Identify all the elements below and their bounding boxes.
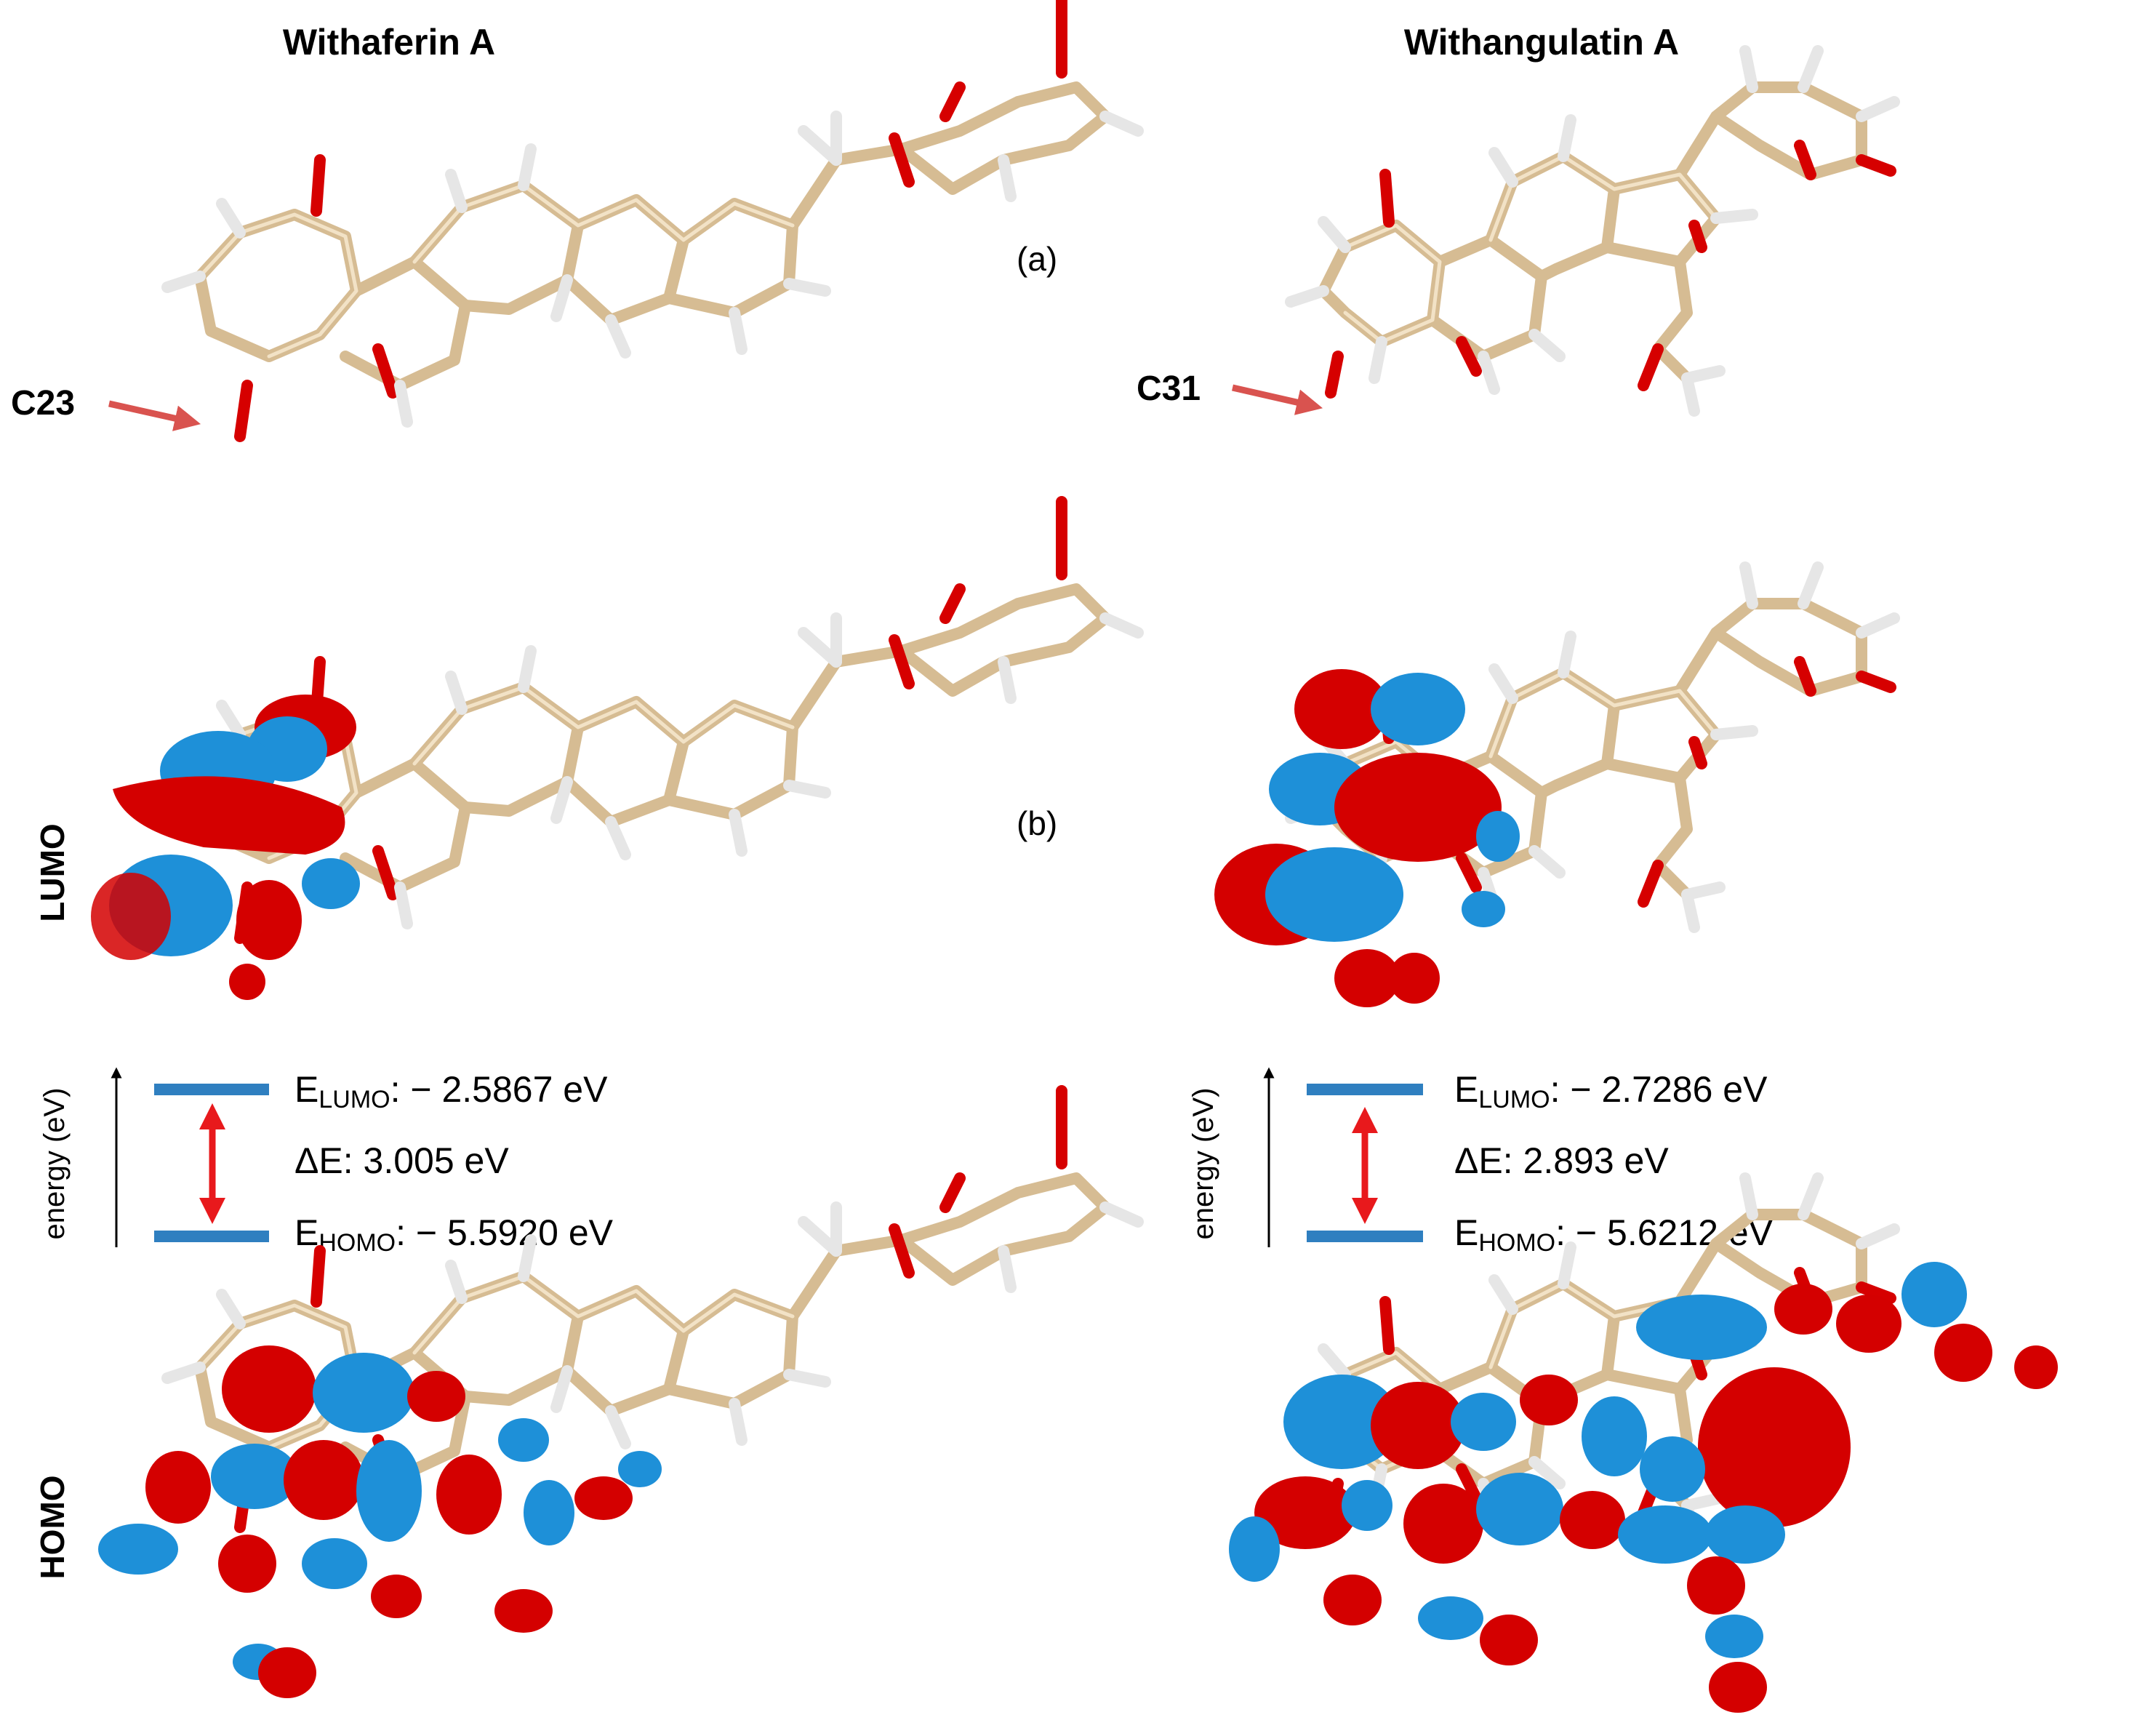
panel-label-b: (b) [1017, 804, 1057, 842]
homo-energy-right: EHOMO: − 5.6212 eV [1454, 1212, 1774, 1257]
lumo-energy-right: ELUMO: − 2.7286 eV [1454, 1069, 1768, 1113]
homo-lobes-withaferin-a [98, 1345, 662, 1698]
homo-energy-left: EHOMO: − 5.5920 eV [294, 1212, 614, 1257]
arrow-c31-pointer [1232, 384, 1323, 415]
energy-diagram-withaferin-a: energy (eV) ELUMO: − 2.5867 eV ΔE: 3.005… [39, 1067, 614, 1257]
gap-energy-left: ΔE: 3.005 eV [294, 1140, 509, 1181]
arrow-c23-pointer [108, 400, 201, 431]
orbital-label-homo: HOMO [33, 1475, 71, 1579]
atom-label-c31: C31 [1137, 369, 1201, 408]
homo-lobes-withangulatin-a [1229, 1262, 2058, 1713]
energy-diagram-withangulatin-a: energy (eV) ELUMO: − 2.7286 eV ΔE: 2.893… [1187, 1067, 1774, 1257]
lumo-lobes-withangulatin-a [1214, 669, 1520, 1007]
orbital-label-lumo: LUMO [33, 823, 71, 921]
title-withaferin-a: Withaferin A [283, 22, 495, 63]
atom-label-c23: C23 [11, 384, 75, 423]
molecule-withangulatin-a [1291, 51, 1894, 411]
lumo-lobes-withaferin-a [91, 695, 360, 1000]
energy-axis-label-left: energy (eV) [39, 1088, 71, 1240]
title-withangulatin-a: Withangulatin A [1404, 22, 1679, 63]
molecule-withaferin-a [167, 0, 1138, 436]
energy-axis-label-right: energy (eV) [1187, 1088, 1219, 1240]
gap-energy-right: ΔE: 2.893 eV [1454, 1140, 1669, 1181]
lumo-energy-left: ELUMO: − 2.5867 eV [294, 1069, 608, 1113]
panel-label-a: (a) [1017, 240, 1057, 278]
